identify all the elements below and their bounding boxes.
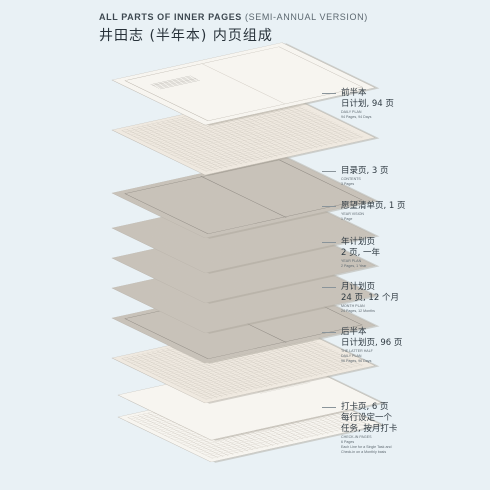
page-title-english: ALL PARTS OF INNER PAGES (SEMI-ANNUAL VE… — [99, 12, 368, 22]
section-label-en: 3 Pages — [341, 182, 355, 186]
section-label-zh: 每行设定一个 — [341, 413, 393, 423]
section-label-en: THE LATTER HALF — [341, 349, 373, 353]
title-english-light: (SEMI-ANNUAL VERSION) — [245, 12, 368, 22]
section-label-en: CONTENTS — [341, 177, 361, 181]
section-label-zh: 日计划, 94 页 — [341, 99, 394, 109]
section-label-en: 24 Pages, 12 Months — [341, 309, 375, 313]
page-title-chinese: 井田志 (半年本) 内页组成 — [99, 28, 273, 44]
section-label-en: YEAR VISION — [341, 212, 364, 216]
section-label-zh: 日计划页, 96 页 — [341, 338, 403, 348]
section-label-en: DAILY PLAN — [341, 354, 362, 358]
label-connector-line — [322, 332, 336, 333]
section-label-zh: 打卡页, 6 页 — [341, 402, 389, 412]
label-connector-line — [322, 93, 336, 94]
section-label-en: 6 Pages — [341, 440, 355, 444]
section-label-zh: 后半本 — [341, 327, 367, 337]
section-label-zh: 愿望清单页, 1 页 — [341, 201, 406, 211]
sheet-front-cover — [111, 42, 380, 126]
section-label-en: 1 Page — [341, 217, 353, 221]
section-label-en: Each Line for a Single Task and — [341, 445, 392, 449]
section-label-en: YEAR PLAN — [341, 259, 362, 263]
label-connector-line — [322, 287, 336, 288]
section-label-en: 2 Pages, 1 Year — [341, 264, 367, 268]
section-label-en: CHECK-IN PAGES — [341, 435, 372, 439]
section-label-en: DAILY PLAN — [341, 110, 362, 114]
section-label-zh: 任务, 按月打卡 — [341, 424, 398, 434]
section-label-zh: 目录页, 3 页 — [341, 166, 389, 176]
section-label-zh: 月计划页 — [341, 282, 376, 292]
sheet-daily-plan — [111, 92, 380, 176]
title-english-bold: ALL PARTS OF INNER PAGES — [99, 12, 242, 22]
section-label-en: 94 Pages, 94 Days — [341, 115, 372, 119]
label-connector-line — [322, 206, 336, 207]
section-label-zh: 前半本 — [341, 88, 367, 98]
label-connector-line — [322, 171, 336, 172]
section-label-zh: 24 页, 12 个月 — [341, 293, 399, 303]
section-label-en: MONTH PLAN — [341, 304, 365, 308]
section-label-en: Check-in on a Monthly basis — [341, 450, 387, 454]
section-label-en: 96 Pages, 96 Days — [341, 359, 372, 363]
label-connector-line — [322, 407, 336, 408]
section-label-zh: 年计划页 — [341, 237, 376, 247]
label-connector-line — [322, 242, 336, 243]
section-label-zh: 2 页, 一年 — [341, 248, 381, 258]
sheet-contents — [111, 155, 380, 239]
